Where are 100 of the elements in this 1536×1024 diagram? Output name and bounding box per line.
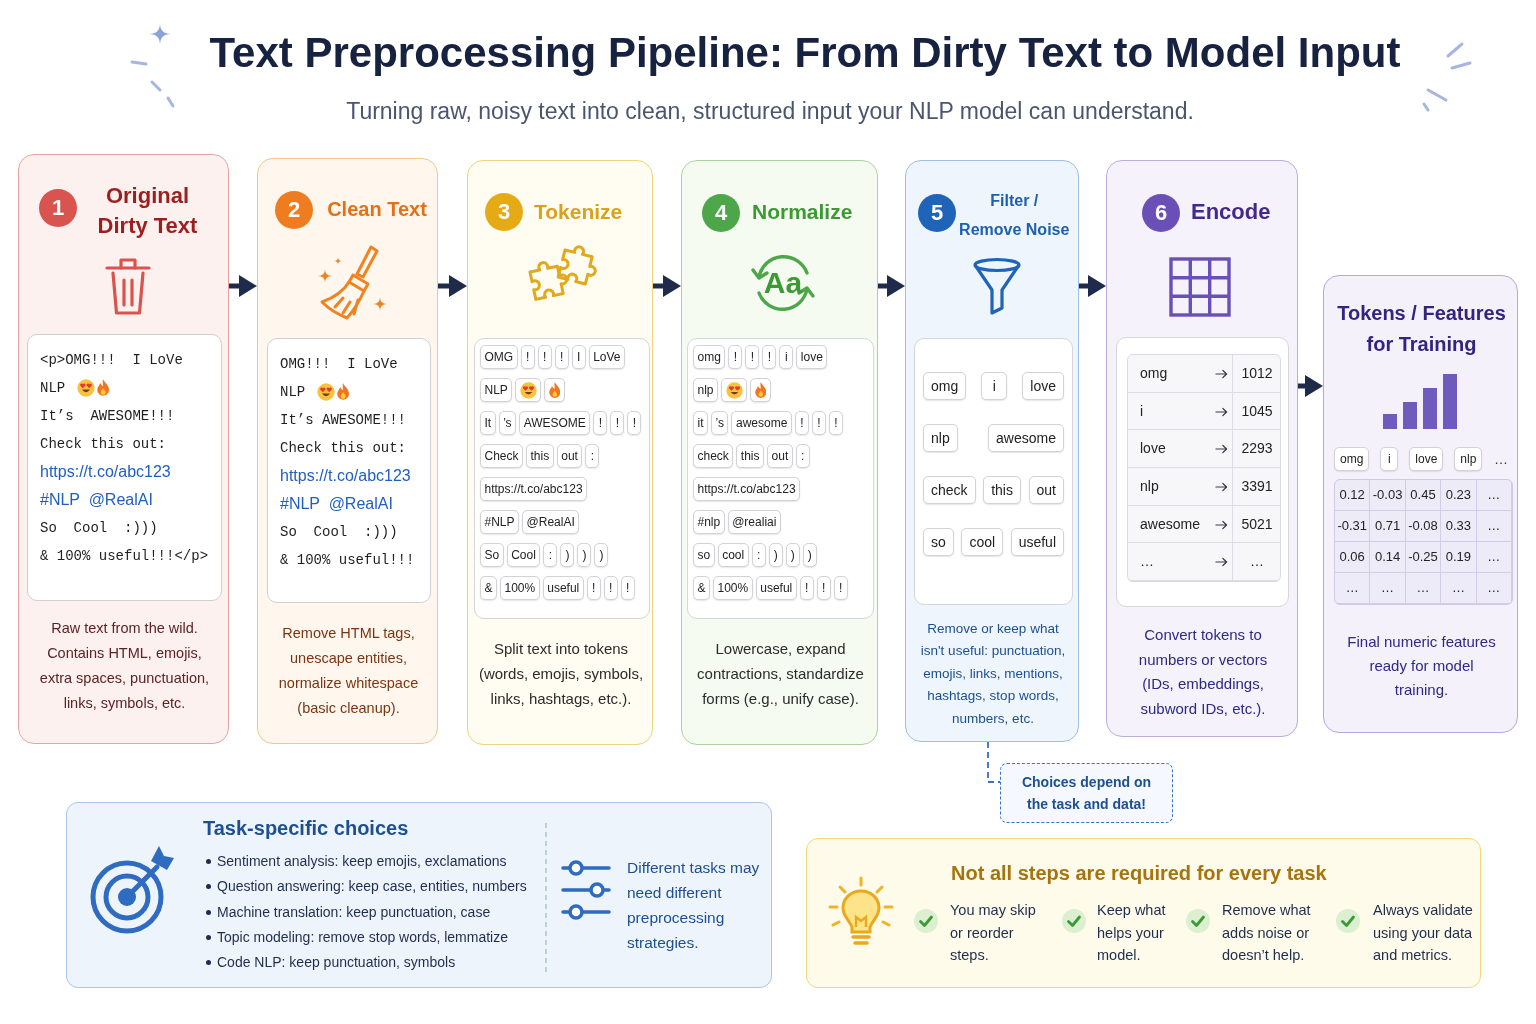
table-cell-text: nlp xyxy=(1139,477,1160,496)
link-text-line: #NLP @RealAI xyxy=(40,491,153,509)
panel-heading: Task-specific choices xyxy=(203,816,409,841)
step-card xyxy=(905,160,1079,742)
matrix-cell-text: … xyxy=(1486,517,1502,535)
tip-text: You may skip or reorder steps. xyxy=(950,901,1037,965)
step-card xyxy=(467,160,653,745)
sample-text-line: OMG!!! I LoVe xyxy=(280,356,398,372)
token-chip: ! xyxy=(537,345,552,369)
link-text-line: https://t.co/abc123 xyxy=(40,463,171,481)
token-chip: omg xyxy=(693,345,726,369)
token-chip: omg xyxy=(1334,447,1370,471)
token-chip: : xyxy=(795,444,810,468)
step-description: Lowercase, expand contractions, standardize forms (e.g., unify case). xyxy=(696,639,865,709)
matrix-cell-text: … xyxy=(1486,548,1502,566)
token-chip: #NLP xyxy=(480,510,520,534)
sample-text-line: <p>OMG!!! I LoVe xyxy=(40,352,183,368)
tip-text: Always validate using your data and metrics. xyxy=(1373,901,1474,965)
token-chip: ’s xyxy=(498,411,517,435)
token-chip: nlp xyxy=(923,424,958,452)
token-chip: nlp xyxy=(693,378,718,402)
token-chip: cool xyxy=(961,528,1004,556)
token-chip: love xyxy=(1022,372,1064,400)
note-callout: Choices depend on the task and data! xyxy=(1000,763,1173,823)
step-title: Original Dirty Text xyxy=(96,182,199,240)
matrix-cell-text: … xyxy=(1486,486,1502,504)
panel-heading: Not all steps are required for every task xyxy=(951,861,1327,886)
arrow xyxy=(878,275,905,297)
token-chip: ) xyxy=(785,543,800,567)
step-description: Convert tokens to numbers or vectors (IDs, embeddings, subword IDs, etc.). xyxy=(1137,625,1269,719)
token-chip: @realiai xyxy=(727,510,781,534)
tip-text: Remove what adds noise or doesn’t help. xyxy=(1222,901,1312,965)
token-list-box xyxy=(474,338,650,619)
token-chip: ) xyxy=(802,543,817,567)
token-chip: AWESOME xyxy=(519,411,591,435)
matrix-cell-text: … xyxy=(1486,579,1502,597)
table-cell-text: … xyxy=(1249,552,1265,572)
step-description: Final numeric features ready for model training. xyxy=(1346,632,1497,700)
sample-text-line: NLP xyxy=(40,380,66,396)
arrow xyxy=(653,275,681,297)
sample-text-line: Check this out: xyxy=(280,440,407,456)
token-chip: LoVe xyxy=(588,345,626,369)
token-chip: love xyxy=(1409,447,1444,471)
matrix-cell-text: 0.14 xyxy=(1373,548,1402,566)
step-number-badge: 5 xyxy=(918,194,956,232)
token-chip: & xyxy=(693,576,710,600)
token-chip: ! xyxy=(794,411,809,435)
matrix-cell-text: -0.31 xyxy=(1336,517,1368,535)
sample-text-line: So Cool :))) xyxy=(280,524,398,540)
token-chip: ! xyxy=(603,576,618,600)
sample-text-line: & 100% useful!!!</p> xyxy=(40,548,209,564)
step-number-badge: 2 xyxy=(275,191,313,229)
arrow xyxy=(229,275,257,297)
link-text-line: #NLP @RealAI xyxy=(280,495,393,513)
matrix-cell-text: 0.23 xyxy=(1444,486,1473,504)
page-subtitle: Turning raw, noisy text into clean, structured input your NLP model can understand. xyxy=(346,97,1194,126)
side-note-text: Different tasks may need different preprocessing strategies. xyxy=(627,858,761,953)
token-chip: So xyxy=(480,543,504,567)
token-chip: : xyxy=(585,444,600,468)
matrix-cell-text: -0.08 xyxy=(1407,517,1439,535)
token-chip: omg xyxy=(923,372,967,400)
token-chip: i xyxy=(1380,447,1399,471)
matrix-cell-text: -0.25 xyxy=(1407,548,1439,566)
text-sample-box xyxy=(27,334,222,601)
bullet-text: Code NLP: keep punctuation, symbols xyxy=(217,953,456,973)
matrix-cell-text: … xyxy=(1415,579,1431,597)
token-chip: ! xyxy=(762,345,777,369)
token-chip: this xyxy=(526,444,554,468)
token-chip: useful xyxy=(755,576,797,600)
token-chip: OMG xyxy=(480,345,518,369)
sample-text-line: It’s AWESOME!!! xyxy=(40,408,175,424)
token-chip: nlp xyxy=(1454,447,1483,471)
bullet-text: Machine translation: keep punctuation, case xyxy=(217,902,491,922)
token-chip: awesome xyxy=(731,411,792,435)
token-chip: so xyxy=(693,543,715,567)
connector-line xyxy=(987,741,1001,783)
ellipsis-text: … xyxy=(1493,450,1509,469)
matrix-cell-text: … xyxy=(1450,579,1466,597)
token-chip: & xyxy=(480,576,497,600)
table-cell-text: love xyxy=(1139,439,1167,459)
step-title: Clean Text xyxy=(326,197,428,222)
token-chip: i xyxy=(779,345,794,369)
sample-text-line: & 100% useful!!! xyxy=(280,552,415,568)
token-chip: check xyxy=(693,444,734,468)
arrow xyxy=(438,275,467,297)
token-chip: ! xyxy=(828,411,843,435)
table-cell-text: 3391 xyxy=(1240,477,1274,496)
arrow xyxy=(1298,375,1323,397)
matrix-cell-text: 0.19 xyxy=(1444,548,1473,566)
token-chip: out xyxy=(556,444,583,468)
step-card xyxy=(1106,160,1298,737)
step-description: Remove HTML tags, unescape entities, normalize whitespace (basic cleanup). xyxy=(277,624,420,718)
step-title: Encode xyxy=(1191,198,1272,226)
token-chip: ’s xyxy=(711,411,729,435)
output-card xyxy=(1323,275,1518,733)
step-description: Raw text from the wild. Contains HTML, emojis, extra spaces, punctuation, links, symbols, etc. xyxy=(38,619,211,713)
token-chip: : xyxy=(751,543,766,567)
step-title: Normalize xyxy=(752,199,854,225)
token-chip: Cool xyxy=(506,543,541,567)
step-description: Split text into tokens (words, emojis, symbols, links, hashtags, etc.). xyxy=(477,639,645,709)
